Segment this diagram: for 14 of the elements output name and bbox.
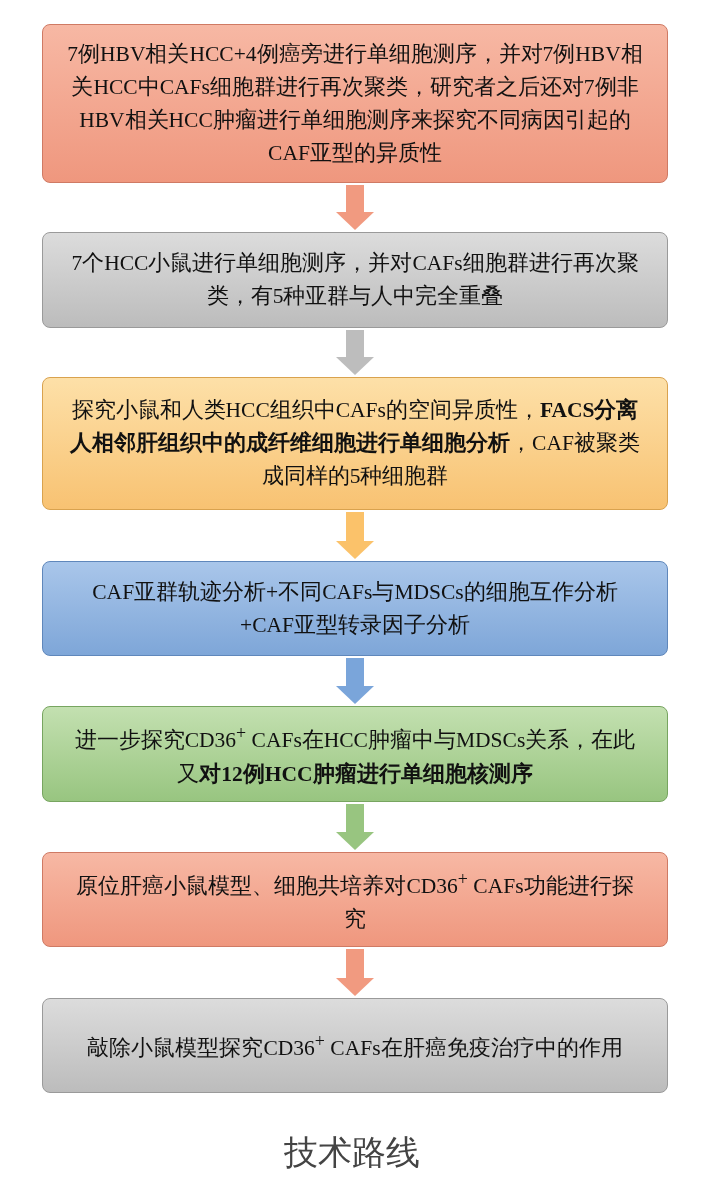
caption: 技术路线 bbox=[283, 1131, 421, 1174]
process-box: CAF亚群轨迹分析+不同CAFs与MDSCs的细胞互作分析+CAF亚型转录因子分析 bbox=[42, 561, 668, 656]
block-arrow bbox=[336, 330, 374, 375]
block-arrow bbox=[336, 949, 374, 996]
process-box: 敲除小鼠模型探究CD36$^{+}$ CAFs在肝癌免疫治疗中的作用 bbox=[42, 998, 668, 1093]
process-box: 7例HBV相关HCC+4例癌旁进行单细胞测序，并对7例HBV相关HCC中CAFs细胞群进行再次聚类，研究者之后还对7例非HBV相关HCC肿瘤进行单细胞测序来探究不同病因引起的CAF亚型的异质性 bbox=[42, 24, 668, 183]
block-arrow bbox=[336, 185, 374, 230]
process-box: 原位肝癌小鼠模型、细胞共培养对CD36$^{+}$ CAFs功能进行探究 bbox=[42, 852, 668, 947]
block-arrow bbox=[336, 512, 374, 559]
process-box: 探究小鼠和人类HCC组织中CAFs的空间异质性，FACS分离人相邻肝组织中的成纤维细胞进行单细胞分析，CAF被聚类成同样的5种细胞群 bbox=[42, 377, 668, 510]
block-arrow bbox=[336, 804, 374, 850]
process-box: 7个HCC小鼠进行单细胞测序，并对CAFs细胞群进行再次聚类，有5种亚群与人中完全重叠 bbox=[42, 232, 668, 328]
process-box: 进一步探究CD36$^{+}$ CAFs在HCC肿瘤中与MDSCs关系，在此又对12例HCC肿瘤进行单细胞核测序 bbox=[42, 706, 668, 802]
block-arrow bbox=[336, 658, 374, 704]
